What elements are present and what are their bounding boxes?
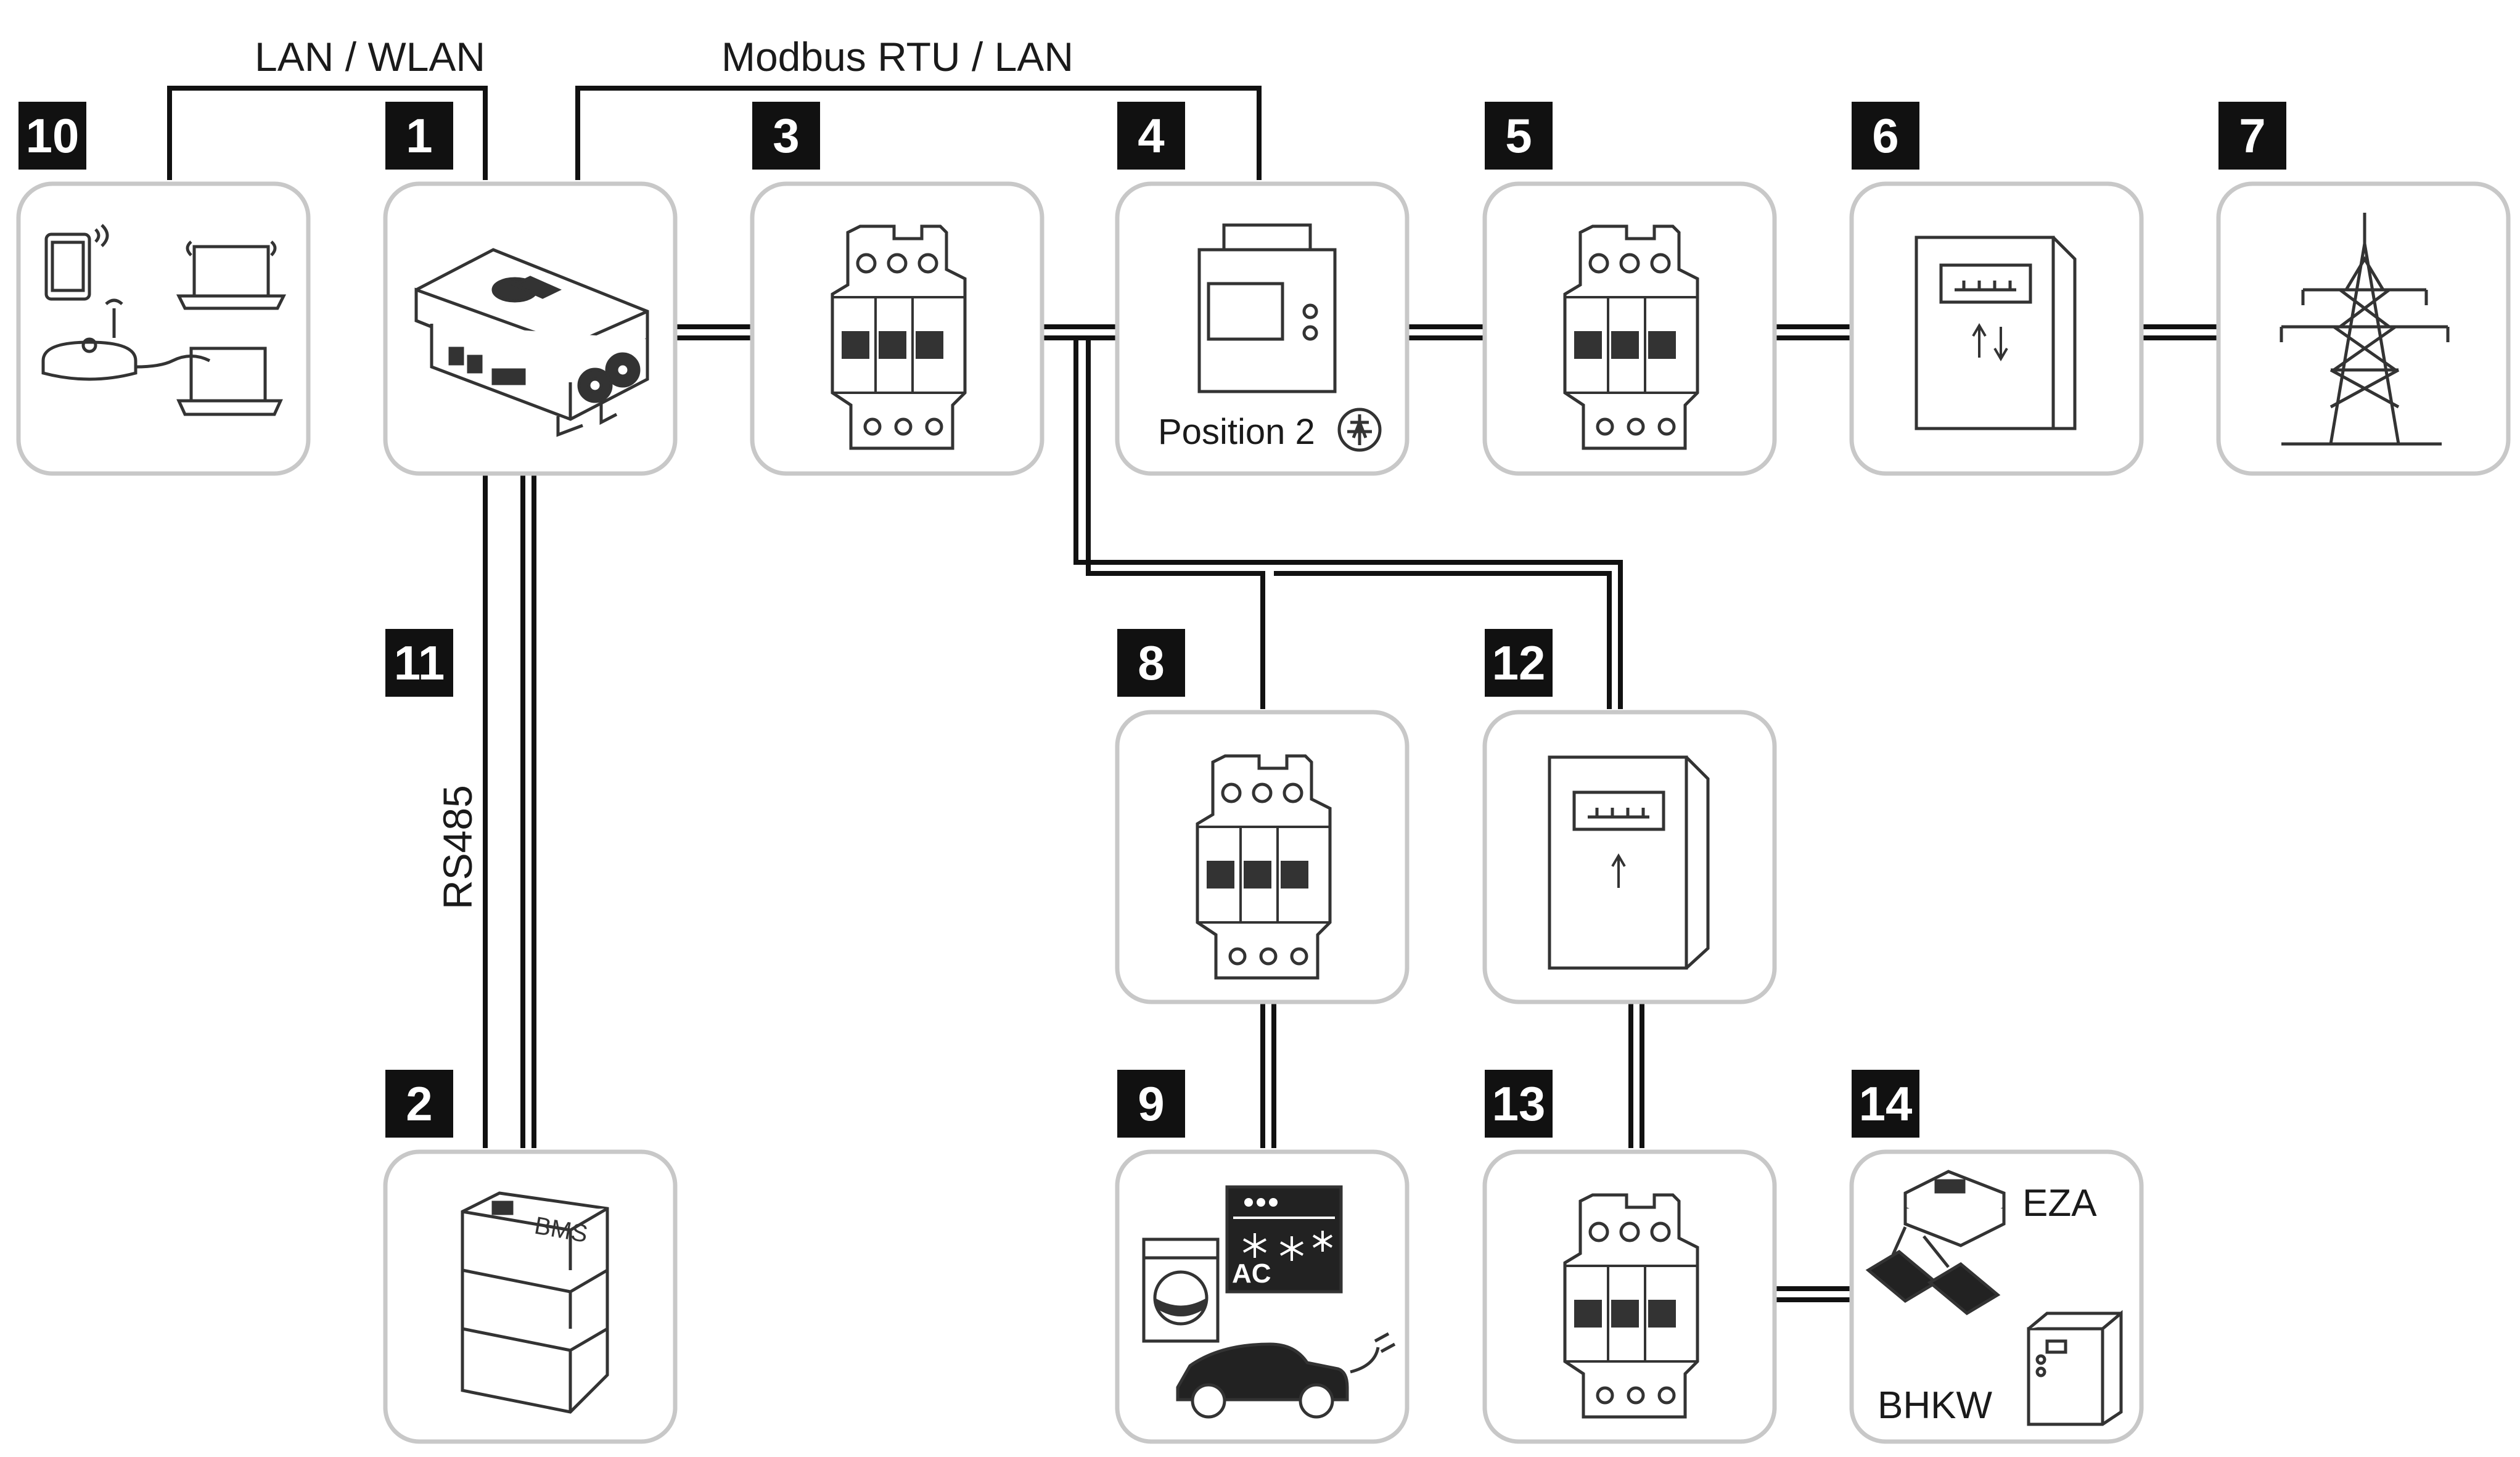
badge-6 xyxy=(1852,102,1919,170)
badge-13 xyxy=(1485,1070,1553,1138)
badge-1 xyxy=(385,102,453,170)
badge-10-label: 10 xyxy=(26,109,80,163)
box-grid xyxy=(2216,181,2511,476)
power-pylon-icon xyxy=(2280,213,2450,446)
bidirectional-meter-icon xyxy=(1915,236,2077,430)
battery-storage-icon: BMS xyxy=(461,1191,609,1414)
modbus-label: Modbus RTU / LAN xyxy=(721,34,1073,80)
circuit-breaker-3-icon xyxy=(832,226,965,448)
badge-9-label: 9 xyxy=(1138,1077,1164,1131)
circuit-breaker-5-icon xyxy=(1565,226,1697,448)
badge-2-label: 2 xyxy=(406,1077,432,1131)
eza-label: EZA xyxy=(2022,1182,2097,1225)
badge-10 xyxy=(18,102,86,170)
badge-12-label: 12 xyxy=(1492,636,1546,690)
box-devices xyxy=(16,181,311,476)
badge-5 xyxy=(1485,102,1553,170)
badge-1-label: 1 xyxy=(406,109,432,163)
badge-3 xyxy=(752,102,820,170)
badge-11 xyxy=(385,629,453,697)
badge-11-label: 11 xyxy=(394,636,445,690)
energy-meter-icon xyxy=(1197,223,1337,393)
circuit-breaker-13-icon xyxy=(1565,1195,1697,1417)
number-badges: 10 1 3 4 5 6 7 11 8 12 2 9 13 14 xyxy=(18,102,2286,1138)
bhkw-label: BHKW xyxy=(1878,1384,1992,1427)
badge-14 xyxy=(1852,1070,1919,1138)
grid-symbol-icon xyxy=(1337,408,1382,452)
badge-13-label: 13 xyxy=(1492,1077,1546,1131)
badge-7-label: 7 xyxy=(2239,109,2265,163)
generators-icon xyxy=(1865,1170,2123,1426)
badge-8 xyxy=(1117,629,1185,697)
inverter-icon xyxy=(414,248,649,437)
badge-7 xyxy=(2218,102,2286,170)
connection-lines xyxy=(167,86,2217,1302)
badge-3-label: 3 xyxy=(773,109,799,163)
badge-12 xyxy=(1485,629,1553,697)
badge-14-label: 14 xyxy=(1859,1077,1913,1131)
household-consumers-icon: AC xyxy=(1142,1185,1396,1419)
badge-4-label: 4 xyxy=(1138,109,1164,163)
badge-5-label: 5 xyxy=(1505,109,1532,163)
position-label: Position 2 xyxy=(1158,412,1315,452)
badge-2 xyxy=(385,1070,453,1138)
ac-label: AC xyxy=(1232,1258,1271,1289)
network-devices-icon xyxy=(41,224,287,416)
badge-6-label: 6 xyxy=(1872,109,1898,163)
rs485-label: RS485 xyxy=(435,785,480,909)
lan-wlan-label: LAN / WLAN xyxy=(255,34,485,80)
production-meter-icon xyxy=(1548,755,1710,970)
badge-4 xyxy=(1117,102,1185,170)
circuit-breaker-8-icon xyxy=(1197,756,1330,978)
badge-9 xyxy=(1117,1070,1185,1138)
badge-8-label: 8 xyxy=(1138,636,1164,690)
